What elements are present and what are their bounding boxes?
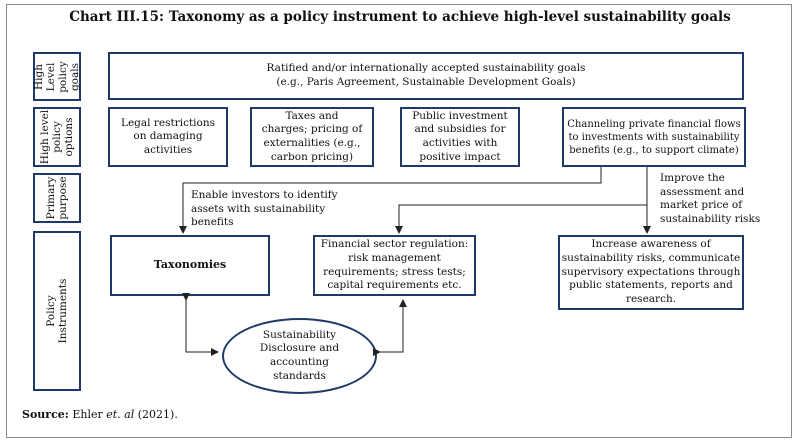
option-legal-restrictions: Legal restrictions on damaging activitie…	[108, 107, 228, 167]
option-taxes-charges: Taxes and charges; pricing of externalit…	[250, 107, 374, 167]
source-text-before: Ehler	[68, 408, 107, 421]
option-legal-restrictions-text: Legal restrictions on damaging activitie…	[120, 116, 215, 156]
source-text-after: (2021).	[134, 408, 178, 421]
connector-flows-to-regulation	[395, 167, 648, 234]
purpose-identify-assets: Enable investors to identify assets with…	[191, 189, 338, 229]
chart-title: Chart III.15: Taxonomy as a policy instr…	[69, 9, 731, 25]
option-private-financial-flows: Channeling private financial flows to in…	[562, 107, 746, 167]
instrument-awareness: Increase awareness of sustainability ris…	[558, 235, 744, 310]
instrument-awareness-text: Increase awareness of sustainability ris…	[561, 238, 741, 305]
source-label: Source:	[22, 408, 69, 421]
connector-flows-to-taxonomies	[179, 167, 602, 234]
row-label-purpose: Primary purpose	[33, 173, 81, 223]
goal-box-text: Ratified and/or internationally accepted…	[266, 62, 586, 88]
instrument-disclosure-standards: Sustainability Disclosure and accounting…	[222, 318, 377, 394]
row-label-options: High level policy options	[33, 107, 81, 167]
row-label-goals: High Level policy goals	[33, 52, 81, 101]
row-label-instruments: Policy Instruments	[33, 231, 81, 391]
option-public-investment: Public investment and subsidies for acti…	[400, 107, 520, 167]
goal-box: Ratified and/or internationally accepted…	[108, 52, 744, 100]
option-taxes-charges-text: Taxes and charges; pricing of externalit…	[261, 109, 363, 163]
connector-taxonomies-disclosure	[182, 293, 219, 356]
instrument-taxonomies-text: Taxonomies	[153, 258, 227, 272]
instrument-taxonomies: Taxonomies	[110, 235, 270, 296]
option-public-investment-text: Public investment and subsidies for acti…	[412, 109, 508, 163]
instrument-regulation-text: Financial sector regulation: risk manage…	[320, 238, 469, 292]
purpose-improve-pricing: Improve the assessment and market price …	[660, 172, 761, 225]
chart-frame	[6, 4, 792, 438]
instrument-regulation: Financial sector regulation: risk manage…	[313, 235, 476, 296]
source-note: Source: Ehler et. al (2021).	[22, 408, 178, 421]
source-et-al: et. al	[106, 408, 135, 421]
connector-regulation-disclosure	[373, 299, 407, 356]
option-private-financial-flows-text: Channeling private financial flows to in…	[567, 118, 741, 156]
instrument-disclosure-standards-text: Sustainability Disclosure and accounting…	[259, 328, 340, 382]
